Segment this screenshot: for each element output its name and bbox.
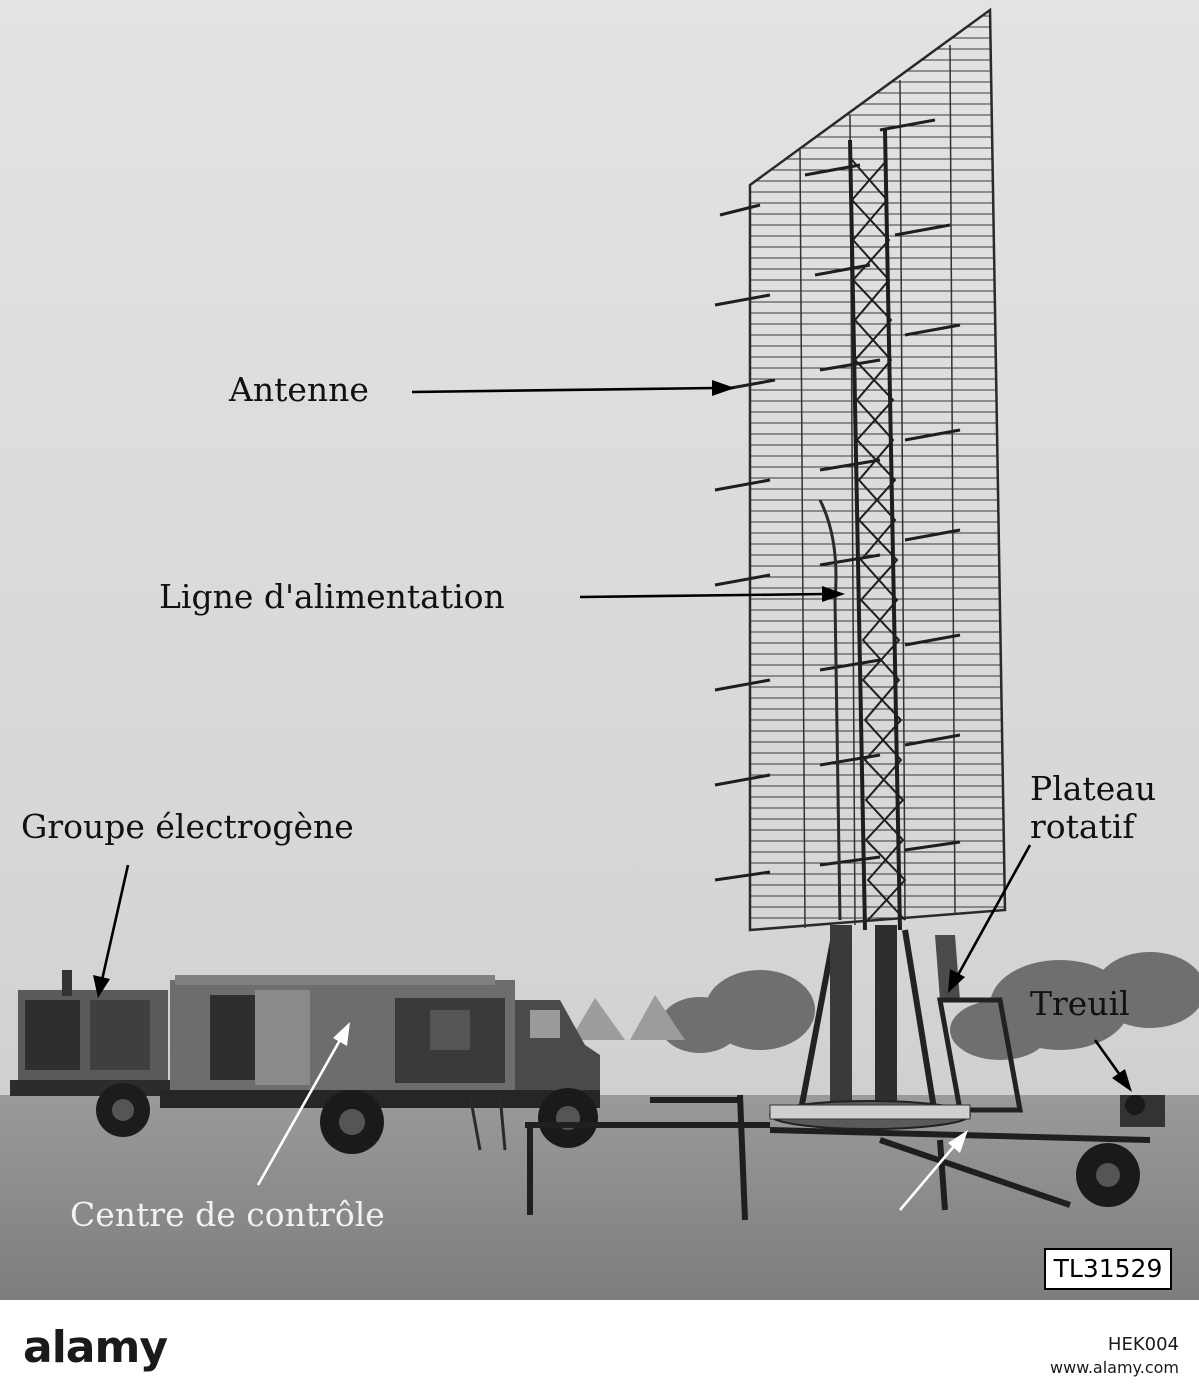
background-tents [570, 995, 685, 1040]
trailer-chassis [525, 1094, 1151, 1221]
radar-photograph [0, 0, 1199, 1300]
annotation-arrows [93, 380, 1132, 1092]
label-antenna: Antenne [229, 370, 369, 409]
label-generator: Groupe électrogène [21, 807, 354, 846]
label-turntable-line2: rotatif [1030, 807, 1135, 846]
stock-footer: alamy HEK004 www.alamy.com [0, 1300, 1199, 1390]
image-id: HEK004 [1107, 1334, 1179, 1355]
winch [1120, 1095, 1165, 1127]
label-turntable-line1: Plateau [1030, 769, 1157, 808]
label-feed-line: Ligne d'alimentation [159, 577, 505, 616]
antenna-reflector [714, 7, 1007, 932]
label-winch: Treuil [1030, 984, 1130, 1023]
stock-url: www.alamy.com [1050, 1358, 1179, 1377]
photo-reference-tag: TL31529 [1044, 1248, 1172, 1290]
stock-logo: alamy [23, 1322, 168, 1373]
annotation-arrows-white [256, 1022, 968, 1211]
label-control-center: Centre de contrôle [70, 1195, 385, 1234]
background-trees [660, 952, 1199, 1060]
